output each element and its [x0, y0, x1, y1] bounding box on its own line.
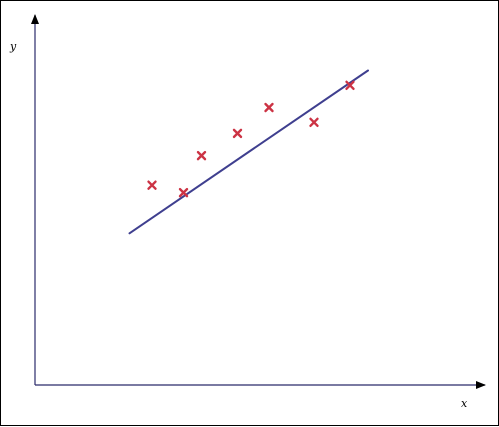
x-axis-label: x: [461, 397, 468, 410]
scatter-point-6: [309, 117, 319, 128]
y-axis-label: y: [9, 40, 17, 53]
scatter-point-stroke-b: [178, 187, 189, 198]
scatter-point-3: [196, 150, 207, 161]
fit-line-layer: [128, 69, 369, 235]
scatter-point-4: [232, 128, 243, 139]
scatter-point-stroke-b: [309, 117, 319, 128]
fit-line: [128, 69, 369, 235]
scatter-point-stroke-b: [196, 150, 207, 161]
scatter-point-1: [147, 180, 157, 190]
scatter-points-layer: [147, 80, 355, 198]
scatter-point-stroke-b: [345, 80, 355, 91]
scatter-point-7: [345, 80, 355, 91]
scatter-point-2: [178, 187, 189, 198]
scatter-point-stroke-b: [264, 102, 274, 113]
scatter-point-stroke-b: [147, 180, 157, 190]
scatter-point-stroke-b: [232, 128, 243, 139]
scatter-point-5: [264, 102, 274, 113]
